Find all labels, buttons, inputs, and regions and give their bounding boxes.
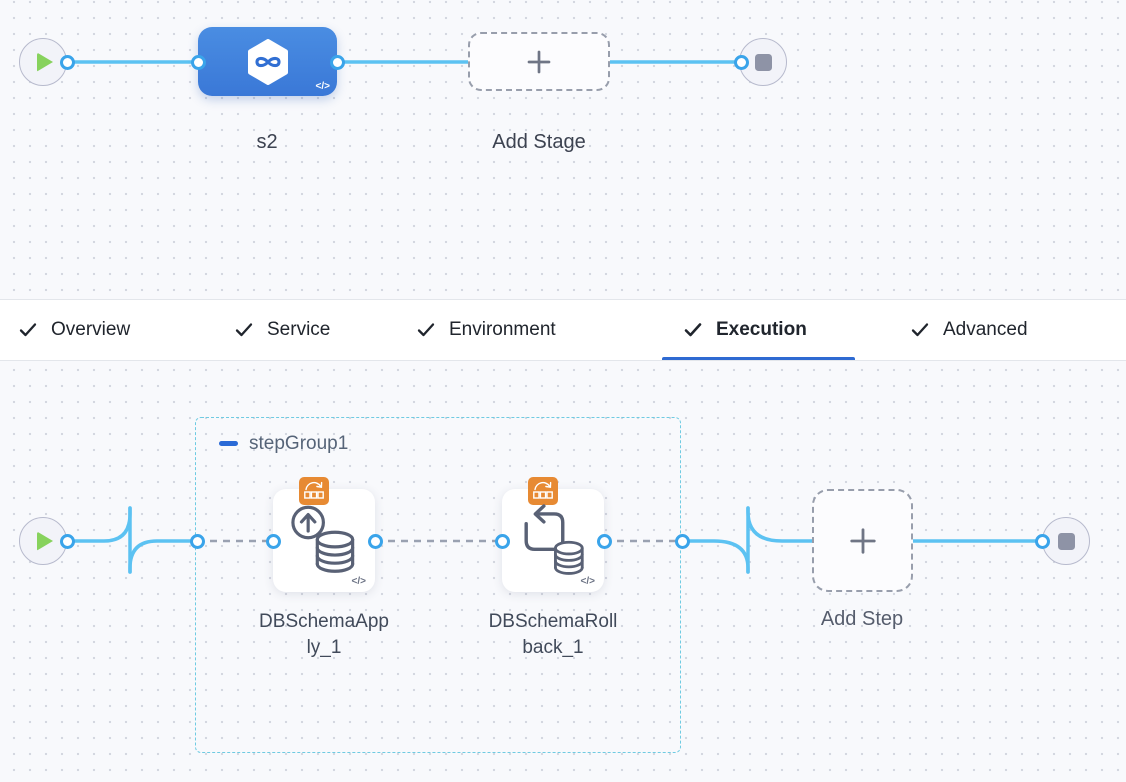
connector-start-out[interactable] [59,54,75,70]
tab-advanced[interactable]: Advanced [910,300,1028,360]
add-step-label: Add Step [820,608,904,630]
pipeline-start-node [19,38,67,86]
connector-stage-out[interactable] [329,54,345,70]
connector-exec-start-out[interactable] [59,533,75,549]
plus-icon [849,527,876,554]
tab-overview[interactable]: Overview [18,300,130,360]
connector-step1-in[interactable] [265,533,281,549]
connector-group-in[interactable] [189,533,205,549]
yaml-code-icon: </> [351,576,366,587]
connector-stage-in[interactable] [190,54,206,70]
check-icon [19,323,37,337]
stop-icon [754,53,772,71]
connector-group-out[interactable] [674,533,690,549]
step-node-dbschemaapply[interactable]: </> [273,477,375,592]
connector-step2-out[interactable] [596,533,612,549]
tab-service[interactable]: Service [234,300,330,360]
add-step-button[interactable] [812,489,913,592]
stage-name-label: s2 [256,131,278,153]
check-icon [417,323,435,337]
step-name-label: DBSchemaRollback_1 [488,611,618,658]
check-icon [235,323,253,337]
yaml-code-icon: </> [315,81,330,92]
execution-end-node [1042,517,1090,565]
connector-end-in[interactable] [733,54,749,70]
connector-step1-out[interactable] [367,533,383,549]
play-icon [37,531,53,551]
connector-step2-in[interactable] [494,533,510,549]
step-node-dbschemarollback[interactable]: </> [502,477,604,592]
collapse-group-icon[interactable] [219,441,238,446]
play-icon [37,52,53,72]
db-schema-rollback-icon [524,504,584,575]
yaml-code-icon: </> [580,576,595,587]
plus-icon [527,50,551,73]
stop-icon [1057,532,1075,550]
tab-environment[interactable]: Environment [416,300,556,360]
stage-type-hexagon-icon [247,38,288,85]
active-tab-indicator [662,357,855,360]
aws-service-badge-icon [299,477,329,505]
check-icon [684,323,702,337]
check-icon [911,323,929,337]
add-stage-button[interactable] [468,32,610,91]
aws-service-badge-icon [528,477,558,505]
connector-exec-end-in[interactable] [1034,533,1050,549]
step-name-label: DBSchemaApply_1 [259,611,389,658]
add-stage-label: Add Stage [492,131,586,153]
execution-start-node [19,517,67,565]
step-group-container[interactable]: stepGroup1 [195,417,681,753]
db-schema-apply-icon [291,505,355,573]
stage-node-s2[interactable]: </> [198,27,337,96]
stage-config-tabbar: Overview Service Environment Execution A… [0,299,1126,361]
tab-execution[interactable]: Execution [683,300,807,360]
step-group-name: stepGroup1 [249,433,349,454]
